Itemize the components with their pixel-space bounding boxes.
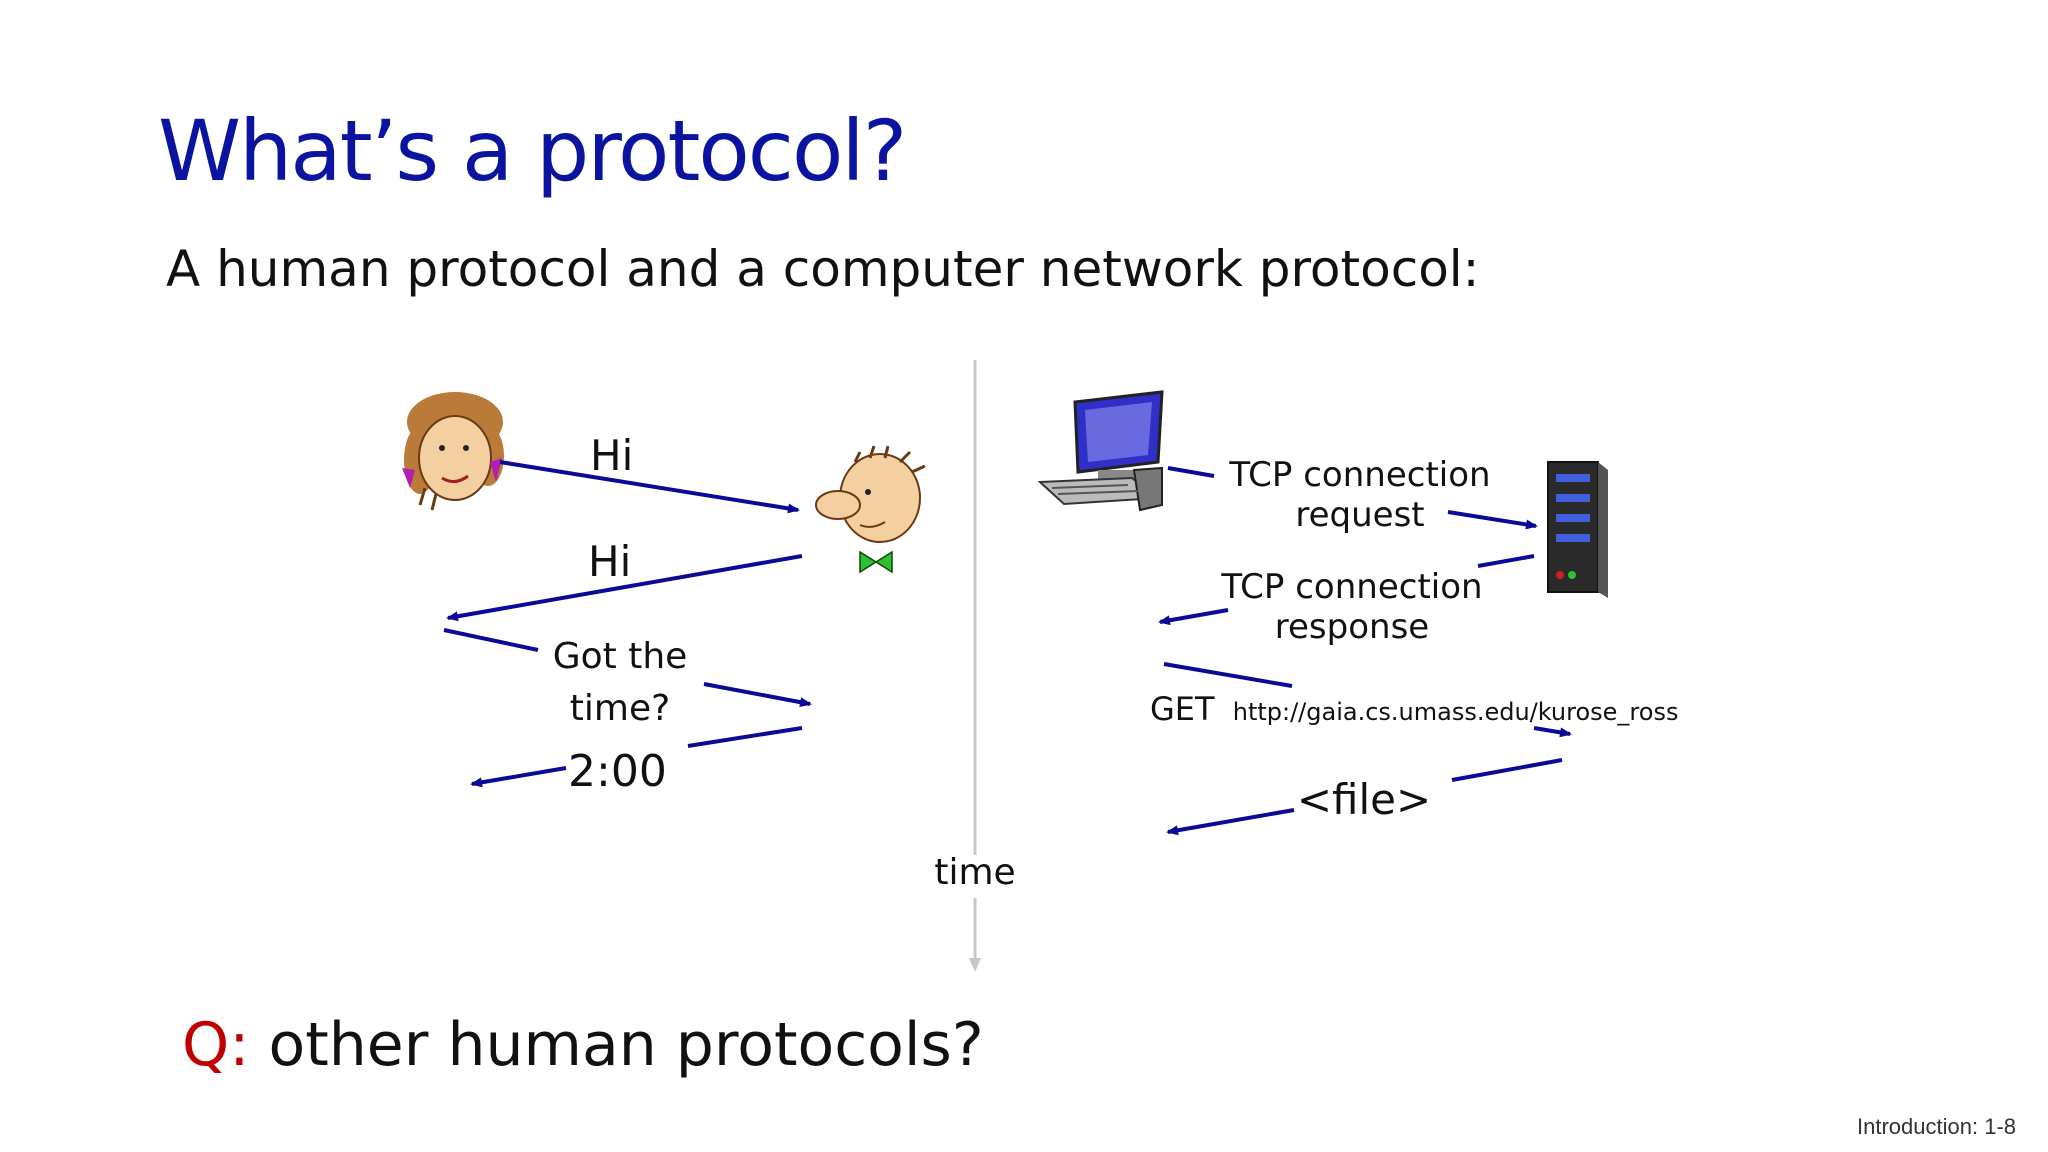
net-arrow-get-b [1533, 726, 1572, 738]
net-arrow-file-a [1451, 758, 1563, 782]
net-msg-request-line2: request [1295, 495, 1424, 535]
question-body: other human protocols? [249, 1010, 984, 1080]
net-arrow-request-a [1167, 466, 1215, 478]
human-arrow-hi-1 [499, 460, 800, 514]
human-msg-time-line1: Got the [553, 636, 688, 677]
net-arrow-response-a [1477, 554, 1535, 568]
slide-subtitle: A human protocol and a computer network … [166, 240, 1480, 298]
human-arrow-hi-2 [446, 554, 803, 622]
question-prefix: Q: [182, 1010, 250, 1080]
human-msg-hi-2: Hi [588, 537, 631, 586]
human-arrow-reply-b [470, 766, 567, 788]
question-text: Q: other human protocols? [182, 1010, 984, 1080]
human-msg-hi-1: Hi [590, 431, 633, 480]
net-msg-response-line1: TCP connection [1220, 567, 1482, 607]
human-msg-reply: 2:00 [568, 746, 667, 797]
net-msg-get-method: GET [1150, 690, 1215, 728]
net-msg-request-line1: TCP connection [1228, 455, 1490, 495]
net-msg-response-line2: response [1275, 607, 1429, 647]
man-icon [815, 445, 926, 574]
net-arrow-get-a [1163, 662, 1293, 688]
net-msg-file: <file> [1297, 775, 1431, 824]
net-arrow-response-b [1158, 608, 1229, 626]
human-arrow-reply-a [687, 726, 803, 748]
net-msg-get: GET http://gaia.cs.umass.edu/kurose_ross [1150, 690, 1678, 728]
net-msg-get-url: http://gaia.cs.umass.edu/kurose_ross [1233, 698, 1679, 726]
time-axis-label: time [934, 852, 1015, 893]
human-arrow-time-a [443, 628, 539, 652]
slide-title: What’s a protocol? [158, 102, 907, 200]
computer-icon [1037, 390, 1164, 512]
slide-footer: Introduction: 1-8 [1857, 1114, 2016, 1139]
server-icon [1547, 461, 1608, 598]
net-arrow-file-b [1166, 808, 1295, 836]
net-arrow-request-b [1447, 510, 1538, 530]
human-msg-time-line2: time? [570, 688, 670, 729]
woman-icon [402, 392, 504, 511]
human-arrow-time-b [703, 682, 812, 708]
